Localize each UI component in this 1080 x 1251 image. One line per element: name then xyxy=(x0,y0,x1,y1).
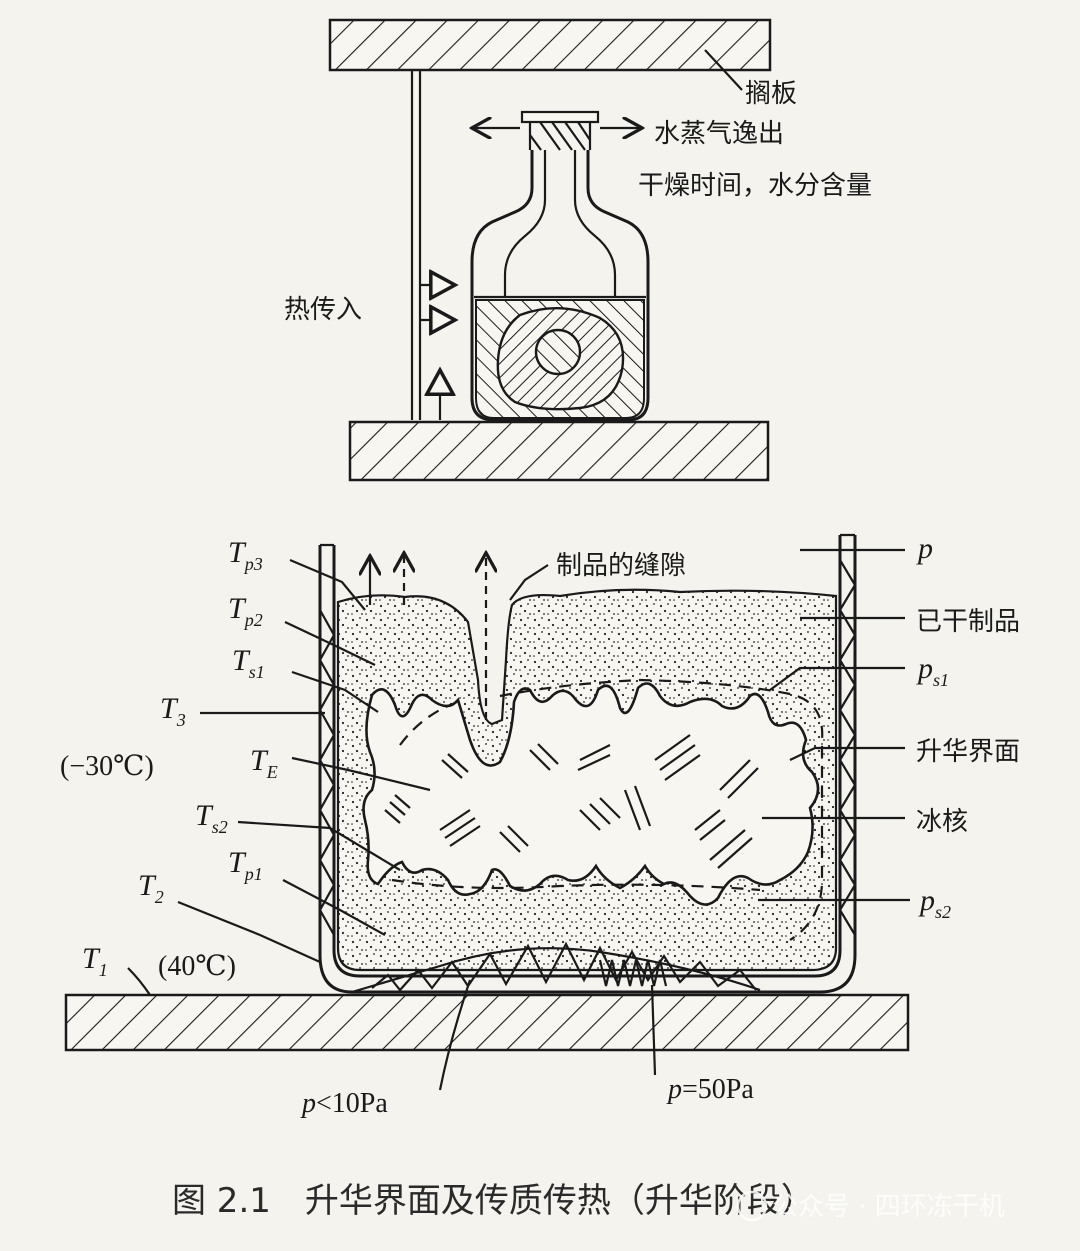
vapor-label: 水蒸气逸出 xyxy=(654,119,784,149)
label-t2: T2 xyxy=(138,869,164,907)
label-p-high: p=50Pa xyxy=(666,1074,754,1105)
watermark: 公众号 · 四环冻干机 xyxy=(736,1190,1005,1222)
label-ts1: Ts1 xyxy=(232,644,265,682)
heat-label: 热传入 xyxy=(284,295,362,325)
upper-shelf xyxy=(328,18,772,72)
label-tp3: Tp3 xyxy=(228,536,263,574)
gap-label: 制品的缝隙 xyxy=(556,551,686,581)
drying-label: 干燥时间，水分含量 xyxy=(638,171,872,201)
label-interface: 升华界面 xyxy=(916,737,1020,767)
label-p: p xyxy=(916,532,933,565)
bottom-diagram: 制品的缝隙 Tp3 Tp2 Ts1 T3 (−30℃) TE Ts2 Tp1 T… xyxy=(60,532,1020,1119)
label-tp1: Tp1 xyxy=(228,846,263,884)
label-te: TE xyxy=(250,744,278,782)
label-ps1: ps1 xyxy=(916,652,949,690)
label-t3-temp: (−30℃) xyxy=(60,751,154,782)
figure-caption: 图 2.1 升华界面及传质传热（升华阶段） xyxy=(172,1181,815,1221)
label-p-low: p<10Pa xyxy=(300,1088,388,1119)
label-t3: T3 xyxy=(160,692,186,730)
tray-outer xyxy=(318,535,857,994)
label-ts2: Ts2 xyxy=(195,799,228,837)
shelf-label: 搁板 xyxy=(745,79,797,109)
heating-shelf xyxy=(64,993,910,1052)
label-t1-temp: (40℃) xyxy=(158,951,236,982)
label-ps2: ps2 xyxy=(918,884,951,922)
top-diagram: 搁板 热传入 水蒸气逸出 干燥时间，水分含量 xyxy=(284,18,872,482)
label-tp2: Tp2 xyxy=(228,592,263,630)
label-t1: T1 xyxy=(82,942,108,980)
label-ice: 冰核 xyxy=(916,807,968,837)
ice-crystals xyxy=(384,734,759,869)
vial xyxy=(470,150,650,422)
tray-inner xyxy=(332,535,842,978)
label-dried: 已干制品 xyxy=(916,607,1020,637)
lower-shelf xyxy=(348,420,770,482)
watermark-text: 公众号 · 四环冻干机 xyxy=(772,1192,1005,1222)
ice-nucleus xyxy=(362,682,820,906)
wechat-icon xyxy=(736,1190,768,1222)
